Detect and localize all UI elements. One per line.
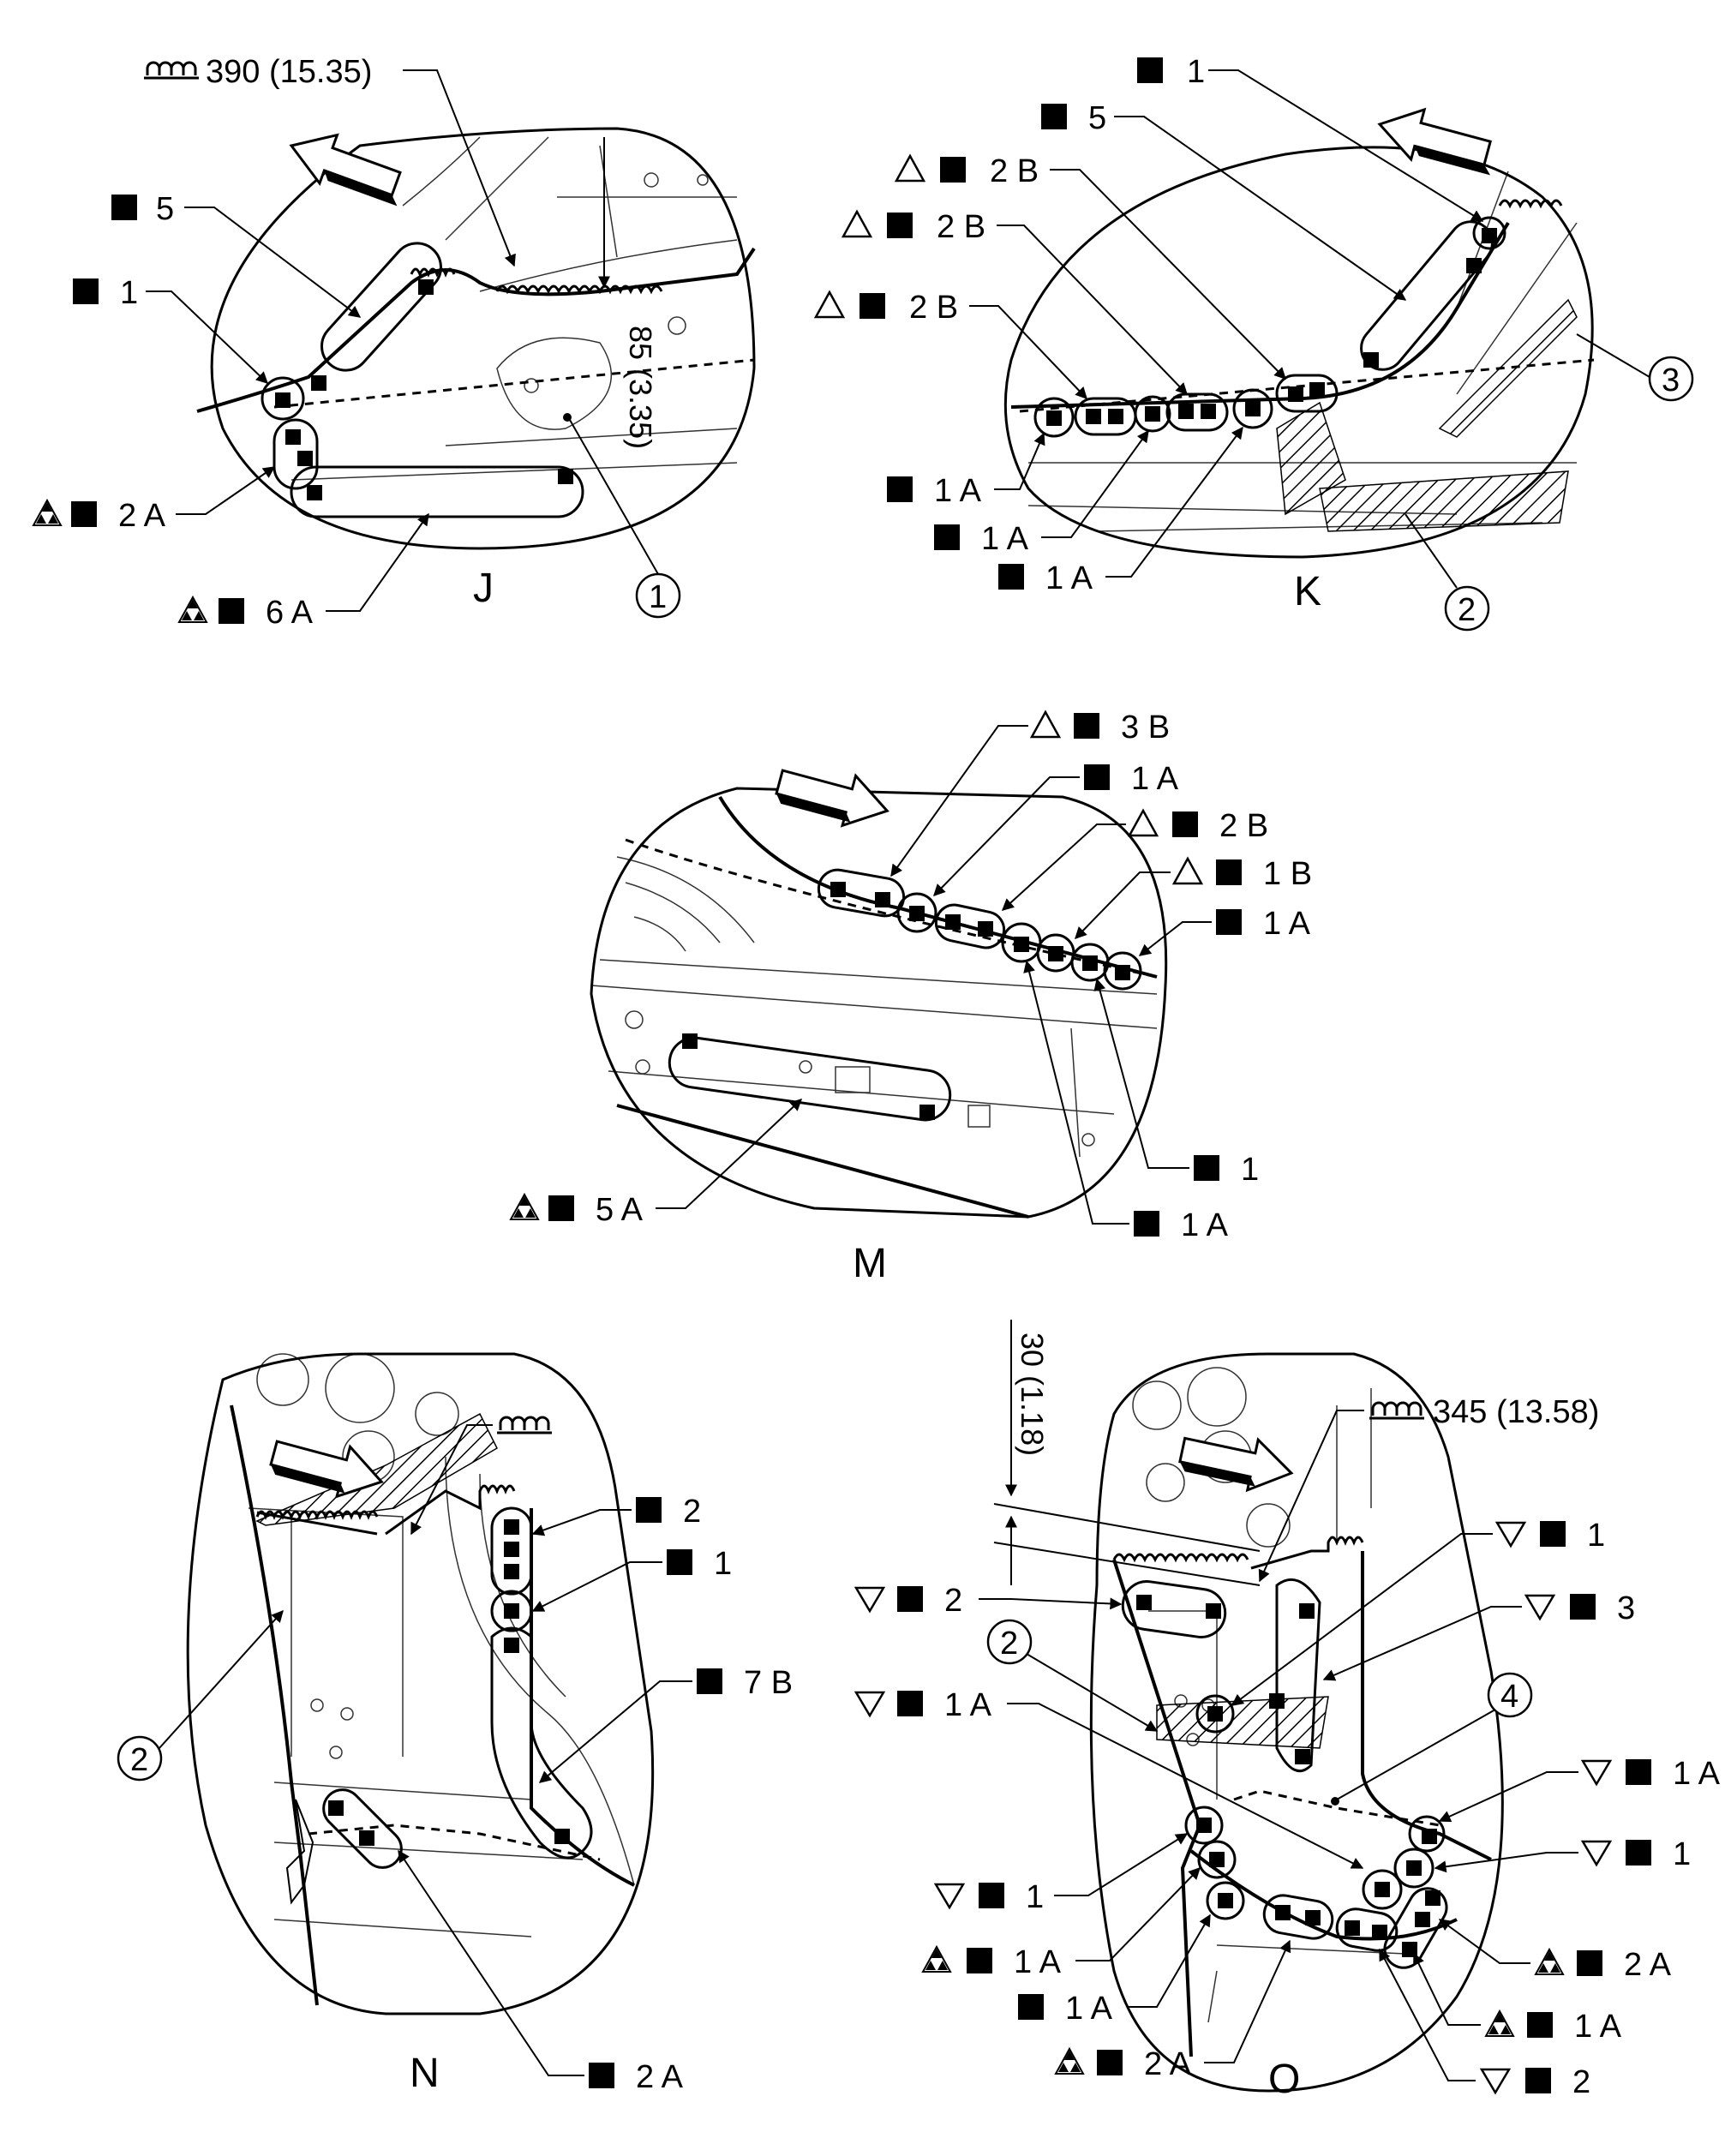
label-m-1b: 1 B — [1263, 856, 1312, 892]
label-o-1-right: 1 — [1673, 1836, 1691, 1872]
label-o-1a-right: 1 A — [1673, 1756, 1721, 1792]
label-j-5: 5 — [156, 191, 174, 227]
view-o: 30 (1.18) 345 — [854, 1320, 1721, 2102]
label-o-1a-tri: 1 A — [1014, 1944, 1062, 1980]
label-k-2b-c: 2 B — [909, 290, 958, 326]
label-m-5a: 5 A — [596, 1192, 644, 1228]
label-k-2b-a: 2 B — [990, 153, 1039, 189]
label-m-2b: 2 B — [1219, 808, 1268, 844]
view-n-outline — [186, 1352, 655, 2015]
label-o-1a-plain: 1 A — [1065, 1991, 1113, 2027]
callout-n-2: 2 — [130, 1742, 148, 1778]
view-k-title: K — [1294, 569, 1321, 614]
label-o-1-top: 1 — [1587, 1518, 1605, 1554]
label-k-2b-b: 2 B — [937, 209, 985, 245]
callout-k-3: 3 — [1662, 362, 1680, 398]
callout-k-2: 2 — [1458, 592, 1476, 628]
callout-j-1: 1 — [649, 579, 667, 615]
label-m-1a-bottom: 1 A — [1181, 1207, 1229, 1243]
label-o-1a-br: 1 A — [1574, 2009, 1622, 2045]
view-j: 85 (3.35) 390 (15.35) 5 1 2 A 6 A J 1 — [33, 54, 756, 631]
view-m-outline — [590, 787, 1168, 1219]
label-m-1a-top: 1 A — [1131, 761, 1179, 797]
view-o-outline — [1089, 1352, 1504, 2093]
label-o-2a-right: 2 A — [1624, 1947, 1672, 1983]
view-m-title: M — [853, 1241, 887, 1286]
label-j-6a: 6 A — [266, 595, 314, 631]
view-n: 2 1 7 B 2 A 2 N — [117, 1352, 793, 2096]
label-m-1a-right: 1 A — [1263, 906, 1311, 942]
view-j-title: J — [473, 566, 494, 611]
view-m: 3 B 1 A 2 B 1 B 1 A 1 1 A 5 A M — [510, 710, 1312, 1286]
label-k-1: 1 — [1187, 54, 1205, 90]
dimension-85: 85 (3.35) — [623, 326, 658, 449]
label-k-1a-c: 1 A — [1045, 560, 1093, 596]
label-m-3b: 3 B — [1121, 710, 1170, 746]
label-k-1a-b: 1 A — [981, 521, 1029, 557]
label-o-3: 3 — [1617, 1590, 1635, 1626]
label-o-1a-left: 1 A — [944, 1687, 992, 1723]
view-k-outline — [1003, 146, 1594, 559]
label-o-2a-bottom: 2 A — [1144, 2046, 1192, 2082]
label-j-2a: 2 A — [118, 498, 166, 534]
label-o-345: 345 (13.58) — [1433, 1394, 1599, 1430]
label-m-1: 1 — [1241, 1152, 1259, 1188]
label-o-2-bottom: 2 — [1572, 2064, 1590, 2100]
label-k-1a-a: 1 A — [934, 473, 982, 509]
label-n-2a: 2 A — [636, 2059, 684, 2095]
label-o-2-left: 2 — [944, 1583, 962, 1619]
dimension-30: 30 (1.18) — [1015, 1333, 1050, 1456]
view-k: 1 5 2 B 2 B 2 B 1 A 1 A 1 A K 2 3 — [814, 54, 1694, 632]
callout-o-4: 4 — [1500, 1679, 1518, 1715]
callout-o-2: 2 — [1000, 1626, 1018, 1662]
view-n-title: N — [410, 2051, 440, 2096]
label-n-2: 2 — [683, 1494, 701, 1530]
view-j-outline — [210, 127, 756, 550]
label-n-7b: 7 B — [744, 1665, 793, 1701]
label-j-1: 1 — [120, 275, 138, 311]
label-j-390: 390 (15.35) — [206, 54, 372, 90]
seam-weld-bead — [410, 267, 663, 295]
label-o-1-left: 1 — [1026, 1879, 1044, 1915]
label-n-1: 1 — [714, 1546, 732, 1582]
label-k-5: 5 — [1088, 100, 1106, 136]
view-o-title: O — [1268, 2057, 1300, 2102]
